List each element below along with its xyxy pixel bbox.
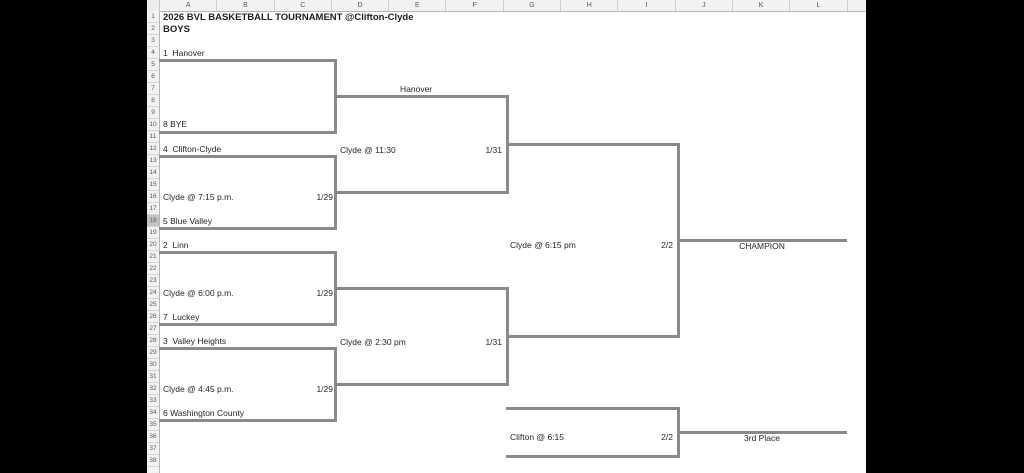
game2-date[interactable]: 1/29: [316, 192, 333, 202]
row-header-2[interactable]: 2: [147, 23, 159, 35]
row-header-22[interactable]: 22: [147, 263, 159, 275]
column-header-E[interactable]: E: [389, 0, 447, 11]
row-header-4[interactable]: 4: [147, 47, 159, 59]
champion-label[interactable]: CHAMPION: [739, 241, 785, 251]
row-header-17[interactable]: 17: [147, 203, 159, 215]
row-header-37[interactable]: 37: [147, 443, 159, 455]
row-header-3[interactable]: 3: [147, 35, 159, 47]
sheet-category[interactable]: BOYS: [163, 24, 190, 35]
row-header-27[interactable]: 27: [147, 323, 159, 335]
row-header-18[interactable]: 18: [147, 215, 159, 227]
column-header-C[interactable]: C: [275, 0, 332, 11]
bracket-line-third-bottom: [506, 455, 677, 458]
row-header-11[interactable]: 11: [147, 131, 159, 143]
column-header-B[interactable]: B: [217, 0, 275, 11]
row-header-29[interactable]: 29: [147, 347, 159, 359]
row-header-33[interactable]: 33: [147, 395, 159, 407]
column-header-K[interactable]: K: [733, 0, 791, 11]
bracket-line-third-top: [506, 407, 677, 410]
bracket-line-game4-winner: [334, 383, 506, 386]
bracket-line-game1-bottom: [159, 131, 334, 134]
row-header-23[interactable]: 23: [147, 275, 159, 287]
row-header-28[interactable]: 28: [147, 335, 159, 347]
game4-date[interactable]: 1/29: [316, 384, 333, 394]
row-header-9[interactable]: 9: [147, 107, 159, 119]
bracket-line-game4-bottom: [159, 419, 334, 422]
bracket-line-game2-winner: [334, 191, 506, 194]
row-header-20[interactable]: 20: [147, 239, 159, 251]
semifinal1-date[interactable]: 1/31: [485, 145, 502, 155]
third-place-label[interactable]: 3rd Place: [744, 433, 780, 443]
game1-winner-label[interactable]: Hanover: [400, 84, 433, 94]
third-place-time[interactable]: Clifton @ 6:15: [510, 432, 564, 442]
final-date[interactable]: 2/2: [661, 240, 673, 250]
sheet-title[interactable]: 2026 BVL BASKETBALL TOURNAMENT @Clifton-…: [163, 12, 414, 23]
column-header-J[interactable]: J: [676, 0, 733, 11]
semifinal2-time[interactable]: Clyde @ 2:30 pm: [340, 337, 406, 347]
team-seed8-bye[interactable]: 8 BYE: [163, 119, 188, 129]
bracket-line-third-winner: [677, 431, 847, 434]
row-header-32[interactable]: 32: [147, 383, 159, 395]
team-seed1-hanover[interactable]: 1 Hanover: [163, 48, 205, 58]
bracket-line-semifinal2-winner: [506, 335, 677, 338]
column-header-H[interactable]: H: [561, 0, 619, 11]
select-all-corner[interactable]: [147, 0, 160, 11]
column-header-L[interactable]: L: [790, 0, 848, 11]
bracket-line-champion: [677, 239, 847, 242]
team-seed4-clifton-clyde[interactable]: 4 Clifton-Clyde: [163, 144, 222, 154]
row-header-6[interactable]: 6: [147, 71, 159, 83]
bracket-line-game3-top: [159, 251, 334, 254]
row-header-26[interactable]: 26: [147, 311, 159, 323]
column-header-F[interactable]: F: [446, 0, 504, 11]
game3-time[interactable]: Clyde @ 6:00 p.m.: [163, 288, 234, 298]
column-header-I[interactable]: I: [618, 0, 676, 11]
row-header-31[interactable]: 31: [147, 371, 159, 383]
row-header-35[interactable]: 35: [147, 419, 159, 431]
bracket-line-game3-winner: [334, 287, 506, 290]
game2-time[interactable]: Clyde @ 7:15 p.m.: [163, 192, 234, 202]
team-seed6-washington-county[interactable]: 6 Washington County: [163, 408, 244, 418]
row-header-16[interactable]: 16: [147, 191, 159, 203]
row-header-12[interactable]: 12: [147, 143, 159, 155]
row-header-13[interactable]: 13: [147, 155, 159, 167]
column-header-D[interactable]: D: [332, 0, 390, 11]
bracket-line-game1-winner: [334, 95, 506, 98]
game3-date[interactable]: 1/29: [316, 288, 333, 298]
column-header-A[interactable]: A: [160, 0, 218, 11]
row-header-7[interactable]: 7: [147, 83, 159, 95]
row-header-24[interactable]: 24: [147, 287, 159, 299]
row-header-10[interactable]: 10: [147, 119, 159, 131]
bracket-line-game3-bottom: [159, 323, 334, 326]
team-seed3-valley-heights[interactable]: 3 Valley Heights: [163, 336, 227, 346]
team-seed5-blue-valley[interactable]: 5 Blue Valley: [163, 216, 212, 226]
column-header-G[interactable]: G: [504, 0, 562, 11]
row-header-19[interactable]: 19: [147, 227, 159, 239]
bracket-line-game2-bottom: [159, 227, 334, 230]
bracket-line-game4-top: [159, 347, 334, 350]
row-header-25[interactable]: 25: [147, 299, 159, 311]
bracket-line-semifinal1-winner: [506, 143, 677, 146]
bracket-line-game2-top: [159, 155, 334, 158]
game4-time[interactable]: Clyde @ 4:45 p.m.: [163, 384, 234, 394]
final-time[interactable]: Clyde @ 6:15 pm: [510, 240, 576, 250]
row-header-36[interactable]: 36: [147, 431, 159, 443]
row-header-30[interactable]: 30: [147, 359, 159, 371]
semifinal2-date[interactable]: 1/31: [485, 337, 502, 347]
row-header-1[interactable]: 1: [147, 11, 159, 23]
team-seed7-luckey[interactable]: 7 Luckey: [163, 312, 200, 322]
semifinal1-time[interactable]: Clyde @ 11:30: [340, 145, 396, 155]
row-header-8[interactable]: 8: [147, 95, 159, 107]
row-header-34[interactable]: 34: [147, 407, 159, 419]
row-header-38[interactable]: 38: [147, 455, 159, 467]
third-place-date[interactable]: 2/2: [661, 432, 673, 442]
team-seed2-linn[interactable]: 2 Linn: [163, 240, 189, 250]
row-header-14[interactable]: 14: [147, 167, 159, 179]
bracket-line-game1-top: [159, 59, 334, 62]
row-header-15[interactable]: 15: [147, 179, 159, 191]
row-header-5[interactable]: 5: [147, 59, 159, 71]
row-header-21[interactable]: 21: [147, 251, 159, 263]
